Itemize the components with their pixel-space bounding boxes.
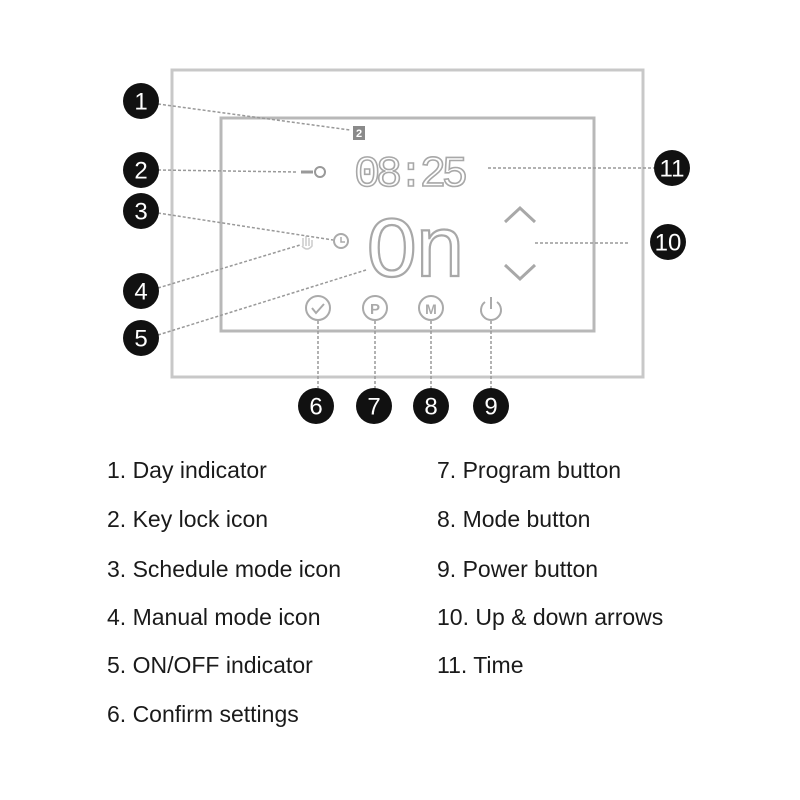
svg-text:2: 2 (134, 158, 147, 185)
callout-4: 4 (123, 273, 159, 309)
schedule-clock-icon (333, 233, 349, 249)
on-off-indicator: On (366, 204, 466, 302)
device-frame (170, 68, 645, 379)
day-indicator: 2 (356, 128, 362, 140)
callout-11: 11 (654, 150, 690, 186)
down-arrow-button[interactable] (503, 263, 537, 282)
legend-item: 10. Up & down arrows (437, 604, 664, 630)
legend-item: 7. Program button (437, 457, 622, 483)
callout-10: 10 (650, 224, 686, 260)
confirm-button[interactable] (305, 295, 331, 321)
day-indicator-box (353, 126, 365, 140)
legend-item: 1. Day indicator (107, 457, 267, 483)
legend-item: 11. Time (437, 652, 524, 678)
svg-text:1: 1 (134, 89, 147, 116)
svg-text:7: 7 (367, 394, 380, 421)
lcd-screen (219, 116, 596, 333)
callout-5: 5 (123, 320, 159, 356)
callout-6: 6 (298, 388, 334, 424)
svg-text:M: M (425, 301, 437, 317)
svg-text:3: 3 (134, 199, 147, 226)
svg-text:P: P (370, 301, 380, 318)
legend-item: 5. ON/OFF indicator (107, 652, 313, 678)
up-arrow-button[interactable] (503, 205, 537, 224)
svg-text:10: 10 (655, 230, 682, 257)
leader-lines (157, 103, 654, 390)
svg-text:8: 8 (424, 394, 437, 421)
svg-text:6: 6 (309, 394, 322, 421)
legend-item: 8. Mode button (437, 506, 591, 532)
program-button[interactable]: P (362, 295, 388, 321)
callout-7: 7 (356, 388, 392, 424)
callout-3: 3 (123, 193, 159, 229)
power-button[interactable] (480, 297, 502, 321)
check-icon (311, 303, 325, 315)
svg-text:9: 9 (484, 394, 497, 421)
mode-button[interactable]: M (418, 295, 444, 321)
manual-hand-icon (301, 236, 313, 250)
time-display: 08:25 (354, 150, 468, 200)
svg-text:4: 4 (134, 279, 147, 306)
svg-text:5: 5 (134, 326, 147, 353)
legend-item: 6. Confirm settings (107, 701, 299, 727)
callout-8: 8 (413, 388, 449, 424)
key-lock-icon (301, 166, 326, 178)
svg-text:11: 11 (660, 156, 685, 183)
legend-item: 4. Manual mode icon (107, 604, 321, 630)
callout-1: 1 (123, 83, 159, 119)
callout-9: 9 (473, 388, 509, 424)
legend-item: 9. Power button (437, 556, 599, 582)
legend-item: 2. Key lock icon (107, 506, 269, 532)
callout-2: 2 (123, 152, 159, 188)
power-icon (480, 301, 502, 321)
legend-item: 3. Schedule mode icon (107, 556, 341, 582)
